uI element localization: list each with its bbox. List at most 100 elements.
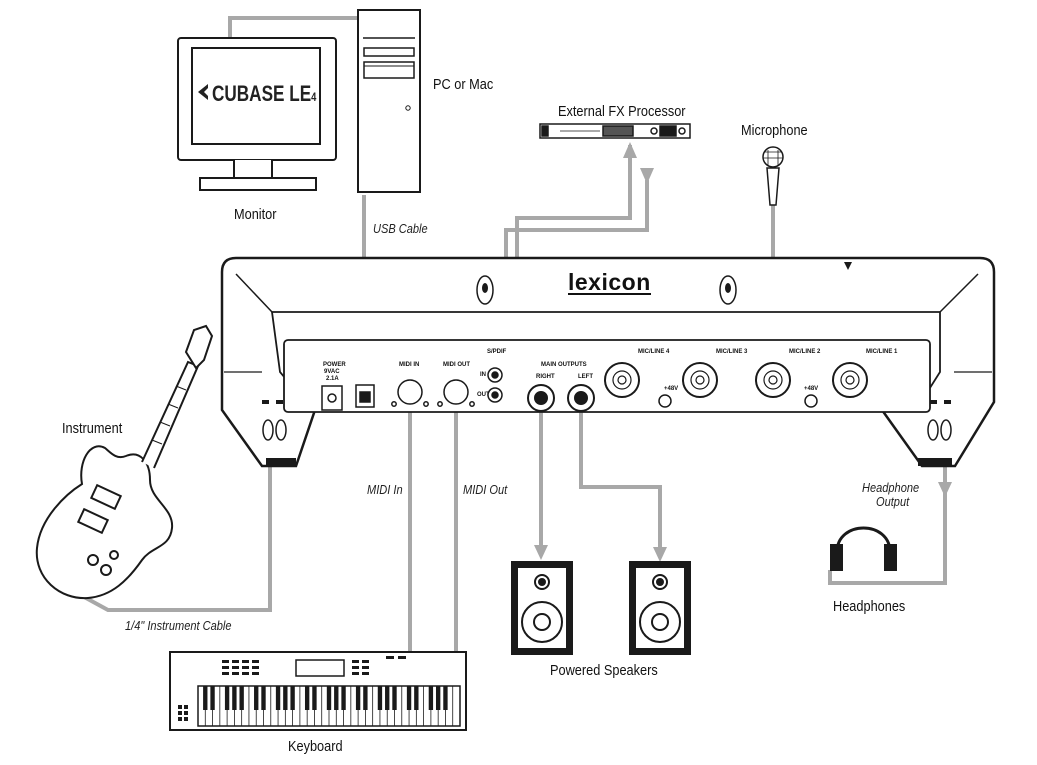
black-key (275, 686, 281, 710)
black-key (414, 686, 419, 710)
usb-cable-label: USB Cable (373, 221, 428, 236)
keyboard-control-button (242, 666, 249, 669)
black-key (304, 686, 310, 710)
midi-out-port (443, 379, 469, 405)
black-key (312, 686, 317, 710)
black-key (203, 686, 208, 710)
black-key (283, 686, 288, 710)
keyboard-control-button (222, 672, 229, 675)
cubase-logo-icon (198, 84, 208, 100)
black-key (428, 686, 434, 710)
keyboard-control-button (352, 666, 359, 669)
black-key (326, 686, 332, 710)
brand-logo: lexicon (568, 269, 651, 295)
panel-midi-out-label: MIDI OUT (443, 362, 470, 368)
panel-phantom-label-b: +48V (804, 386, 819, 392)
screen-software-title: CUBASE LE4 (212, 81, 316, 107)
monitor-cable (228, 16, 360, 38)
usb-port (355, 384, 375, 408)
arrow-fx-up (623, 142, 637, 158)
panel-spdif-out-label: OUT (477, 392, 490, 398)
instrument-input-2 (275, 419, 287, 441)
black-key (392, 686, 397, 710)
speakers-label: Powered Speakers (550, 662, 658, 679)
black-key (224, 686, 230, 710)
panel-spdif-label: S/PDIF (487, 349, 507, 355)
panel-left-label: LEFT (578, 374, 593, 380)
computer-label: PC or Mac (433, 76, 494, 93)
instrument-label: Instrument (62, 420, 123, 437)
headphone-output-label-1: Headphone (862, 480, 920, 495)
black-key (232, 686, 237, 710)
panel-power-current: 2.1A (326, 376, 339, 382)
keyboard-control-button (232, 672, 239, 675)
midi-in-port (397, 379, 423, 405)
keyboard-control-button (242, 672, 249, 675)
screen-version: 4 (311, 90, 317, 104)
keyboard-control-button (362, 660, 369, 663)
panel-mic2-label: MIC/LINE 2 (789, 349, 821, 355)
black-key (261, 686, 266, 710)
black-key (363, 686, 368, 710)
panel-right-label: RIGHT (536, 374, 555, 380)
speaker-left-cable (579, 400, 662, 552)
black-key (334, 686, 339, 710)
microphone-icon (762, 146, 784, 206)
keyboard-control-button (222, 666, 229, 669)
panel-spdif-in-label: IN (480, 372, 486, 378)
keyboard-label: Keyboard (288, 738, 343, 755)
phantom-switch-a (658, 394, 672, 408)
keyboard-control-button (352, 672, 359, 675)
black-key (406, 686, 412, 710)
keyboard-control-button (232, 666, 239, 669)
monitor-label: Monitor (234, 206, 277, 223)
keyboard-control-button (362, 666, 369, 669)
midi-out-cable-label: MIDI Out (463, 482, 508, 497)
headphone-output-label-2: Output (876, 494, 910, 509)
panel-phantom-label-a: +48V (664, 386, 679, 392)
arrow-headphone (938, 482, 952, 497)
keyboard-control-button (352, 660, 359, 663)
panel-main-outputs-label: MAIN OUTPUTS (541, 362, 587, 368)
panel-midi-in-label: MIDI IN (399, 362, 420, 368)
black-key (385, 686, 390, 710)
panel-power-voltage: 9VAC (324, 369, 340, 375)
arrow-fx-down (640, 168, 654, 184)
midi-in-cable-label: MIDI In (367, 482, 403, 497)
black-key (290, 686, 295, 710)
instrument-cable (74, 433, 272, 612)
headphone-jack-2 (940, 419, 952, 441)
foot-left (266, 458, 296, 466)
screen-text: CUBASE LE (212, 81, 312, 106)
fx-processor (539, 123, 691, 139)
microphone-label: Microphone (741, 122, 808, 139)
headphones-label: Headphones (833, 598, 906, 615)
headphones-icon (830, 526, 897, 571)
power-jack (321, 385, 343, 411)
panel-mic3-label: MIC/LINE 3 (716, 349, 748, 355)
black-key (377, 686, 383, 710)
fx-processor-label: External FX Processor (558, 103, 686, 120)
panel-mic4-label: MIC/LINE 4 (638, 349, 670, 355)
speaker-right (629, 561, 691, 655)
arrow-speaker-left (653, 547, 667, 562)
phantom-switch-b (804, 394, 818, 408)
keyboard-control-button (232, 660, 239, 663)
keyboard-control-button (252, 666, 259, 669)
keyboard-control-button (362, 672, 369, 675)
foot-right (918, 458, 952, 466)
guitar-icon (35, 324, 214, 600)
panel-mic1-label: MIC/LINE 1 (866, 349, 898, 355)
black-key (254, 686, 259, 710)
keyboard-control-button (252, 672, 259, 675)
instrument-cable-label: 1/4" Instrument Cable (125, 618, 232, 633)
keyboard-control-button (252, 660, 259, 663)
black-key (341, 686, 346, 710)
panel-power-label: POWER (323, 362, 346, 368)
black-key (355, 686, 361, 710)
speaker-left (511, 561, 573, 655)
arrow-speaker-right (534, 545, 548, 560)
black-key (435, 686, 441, 710)
keyboard-control-button (242, 660, 249, 663)
